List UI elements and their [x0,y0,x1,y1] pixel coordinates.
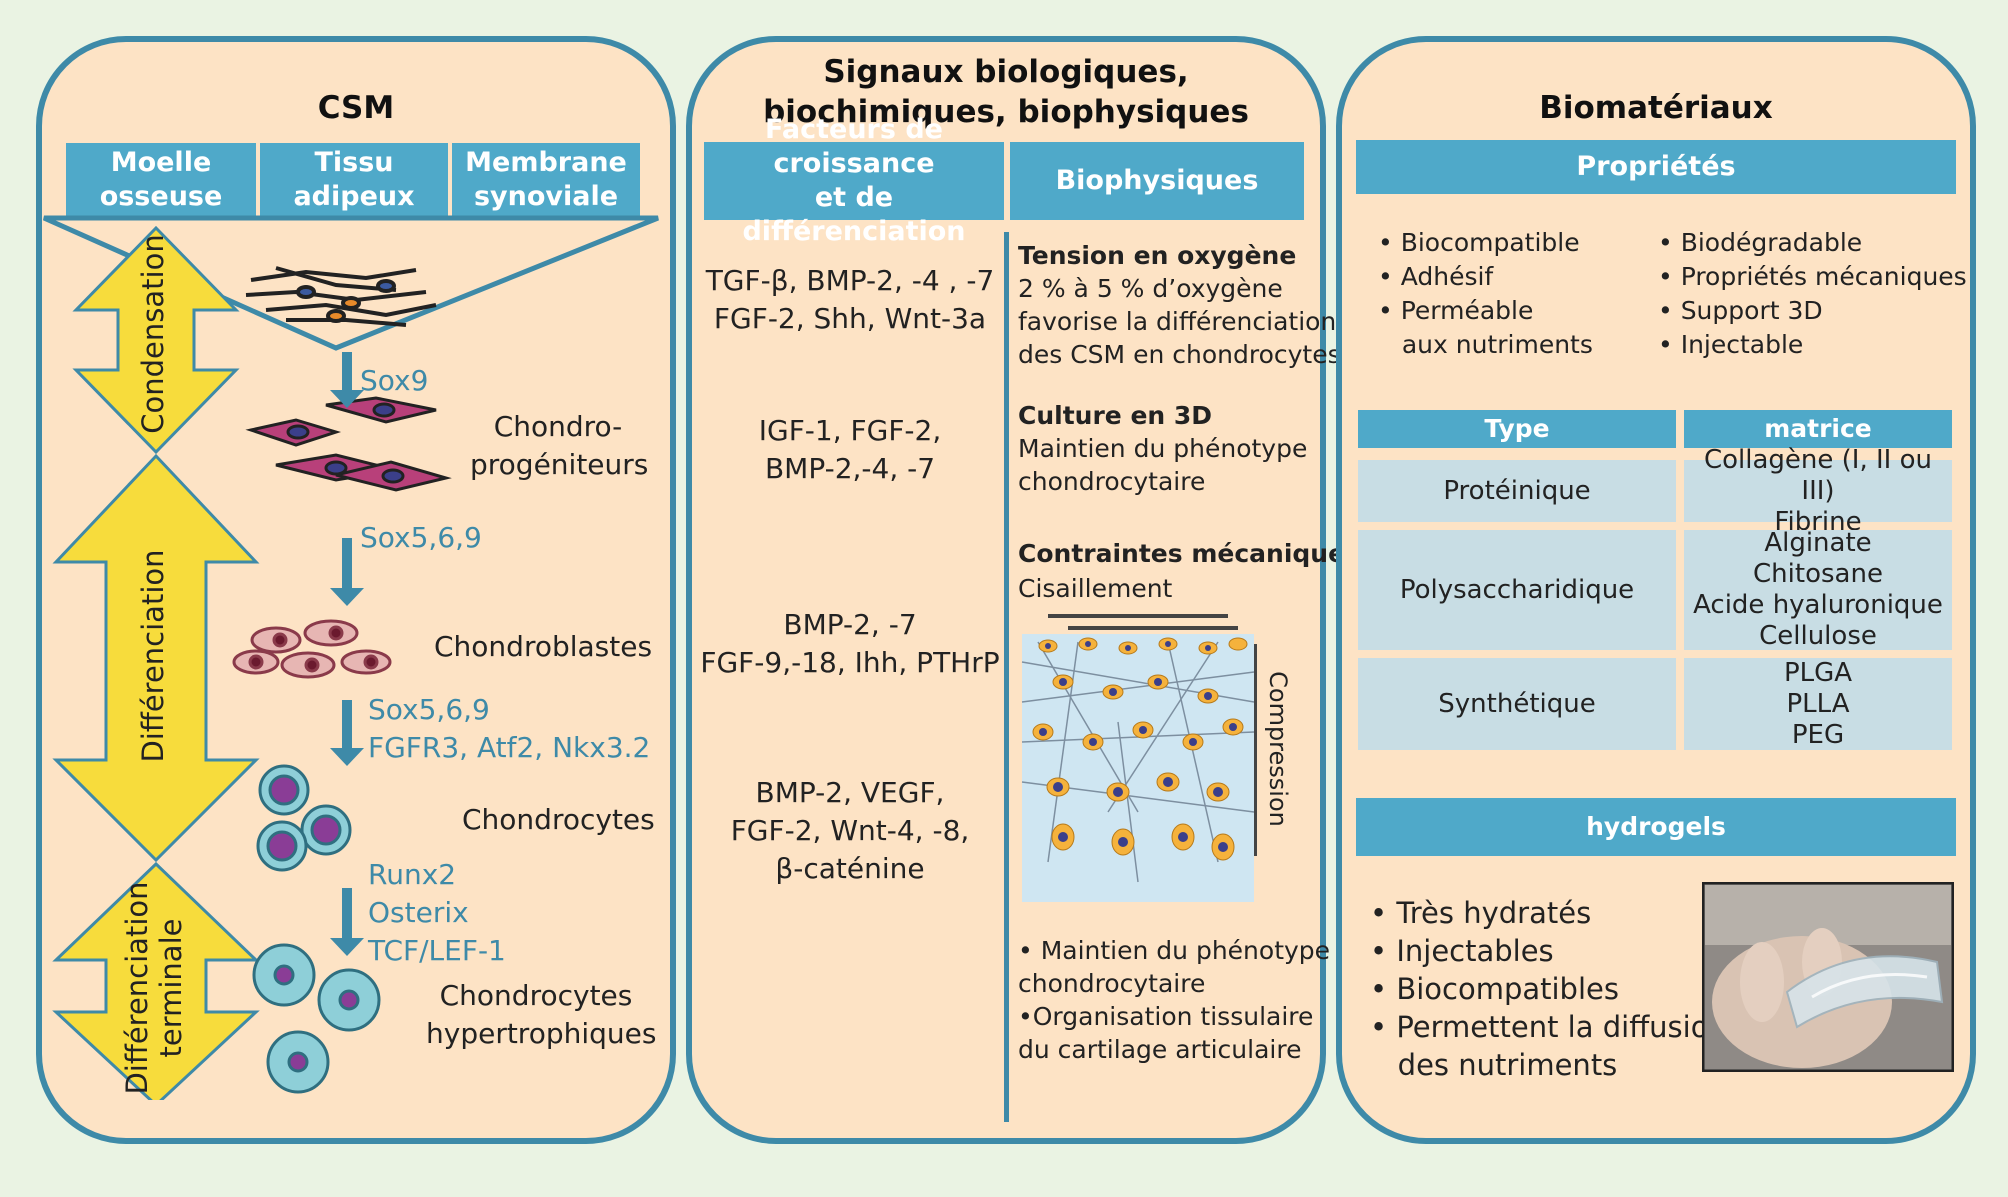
flow-arrow-2 [342,538,352,590]
factor-sox9: Sox9 [360,362,428,400]
oxygene-text: 2 % à 5 % d’oxygène favorise la différen… [1018,272,1341,371]
oxygene-title: Tension en oxygène [1018,240,1296,272]
header-biophysiques: Biophysiques [1010,142,1304,220]
factor-runx: Runx2 Osterix TCF/LEF-1 [368,856,506,970]
culture-title: Culture en 3D [1018,400,1212,432]
hypertrophic-cells-icon [254,945,379,1092]
signaux-divider [1004,232,1009,1122]
contraintes-title: Contraintes mécaniques [1018,538,1360,570]
factor-sox569-b: Sox5,6,9 FGFR3, Atf2, Nkx3.2 [368,691,650,767]
compression-label: Compression [1261,654,1295,844]
matrice-cell-proteinique: Collagène (I, II ou III) Fibrine [1684,460,1952,522]
flow-arrow-1 [342,352,352,392]
culture-text: Maintien du phénotype chondrocytaire [1018,432,1307,498]
biophysique-bilan: • Maintien du phénotype chondrocytaire •… [1018,934,1330,1066]
phase-condensation: Condensation [136,234,176,434]
matrice-cell-synthetique: PLGA PLLA PEG [1684,658,1952,750]
header-hydrogels: hydrogels [1356,798,1956,856]
facteurs-group-4: BMP-2, VEGF, FGF-2, Wnt-4, -8, β-caténin… [700,774,1000,888]
type-cell-polysaccharidique: Polysaccharidique [1358,530,1676,650]
phase-terminale: Différenciation terminale [120,868,192,1108]
compression-line [1254,644,1257,856]
cartilage-illustration [1018,612,1258,908]
chondroblast-cells-icon [234,621,390,677]
stage-hypertrophiques: Chondrocytes hypertrophiques [426,977,646,1053]
factor-sox569-a: Sox5,6,9 [360,519,482,557]
chondroprogenitor-cells-icon [251,398,446,490]
proprietes-droite: • Biodégradable • Propriétés mécaniques … [1658,226,1967,362]
biomateriaux-title: Biomatériaux [1336,88,1976,128]
csm-title: CSM [36,88,676,128]
matrice-cell-polysaccharidique: Alginate Chitosane Acide hyaluronique Ce… [1684,530,1952,650]
facteurs-group-2: IGF-1, FGF-2, BMP-2,-4, -7 [700,412,1000,488]
proprietes-gauche: • Biocompatible • Adhésif • Perméable au… [1378,226,1593,362]
header-matrice: matrice [1684,410,1952,448]
chondrocyte-cells-icon [258,766,350,870]
hydrogel-photo [1702,882,1954,1072]
facteurs-group-1: TGF-β, BMP-2, -4 , -7 FGF-2, Shh, Wnt-3a [700,262,1000,338]
flow-arrow-4 [342,888,352,940]
facteurs-group-3: BMP-2, -7 FGF-9,-18, Ihh, PTHrP [700,606,1000,682]
header-type: Type [1358,410,1676,448]
type-cell-proteinique: Protéinique [1358,460,1676,522]
flow-arrow-3 [342,700,352,750]
phase-differenciation: Différenciation [136,536,176,776]
type-cell-synthetique: Synthétique [1358,658,1676,750]
stage-chondroprogeniteurs: Chondro- progéniteurs [470,408,646,484]
stage-chondroblastes: Chondroblastes [434,628,652,666]
header-facteurs: Facteurs de croissance et de différencia… [704,142,1004,220]
header-proprietes: Propriétés [1356,140,1956,194]
hydrogels-list: • Très hydratés • Injectables • Biocompa… [1370,894,1727,1084]
cisaillement-label: Cisaillement [1018,572,1172,605]
stage-chondrocytes: Chondrocytes [462,801,655,839]
